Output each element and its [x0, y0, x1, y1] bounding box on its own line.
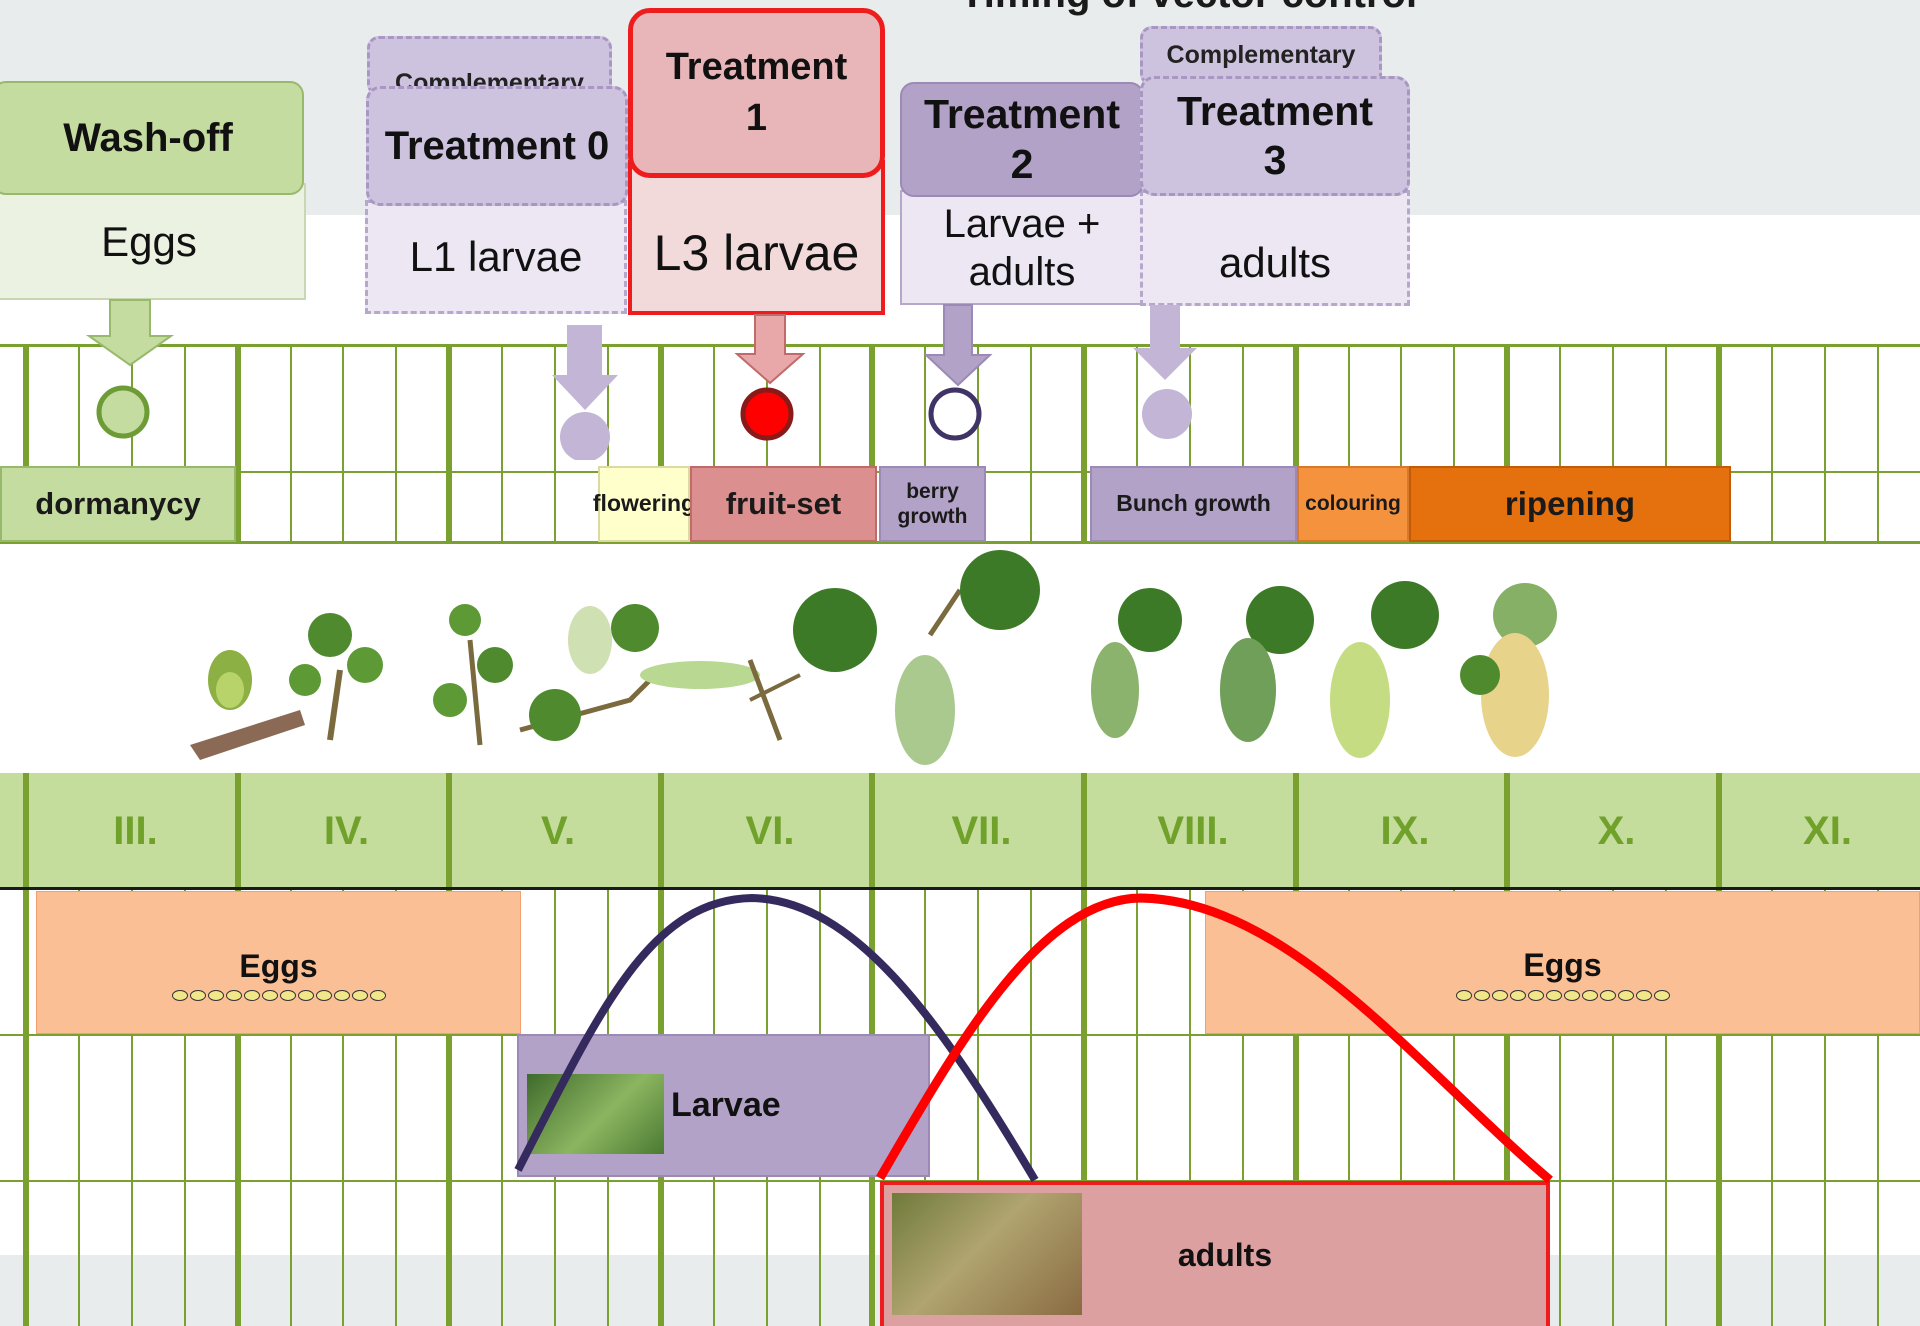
marker-circle [99, 388, 147, 436]
stage-bunch-growth: Bunch growth [1090, 466, 1297, 542]
month-label: V. [452, 773, 664, 890]
marker-circle [1142, 389, 1192, 439]
marker-circle [931, 390, 979, 438]
colouring-bunch-icon [1330, 581, 1439, 758]
bunch-growth-icon [1220, 586, 1314, 742]
month-label: X. [1511, 773, 1722, 890]
down-arrow-icon [737, 315, 803, 383]
t1-target: L3 larvae [628, 160, 885, 315]
stage-flowering: flowering [598, 466, 690, 542]
down-arrow-icon [89, 300, 171, 365]
t0-title: Treatment 0 [366, 86, 628, 206]
month-divider [23, 773, 29, 890]
stage-fruitset: fruit-set [690, 466, 877, 542]
t2-title: Treatment 2 [900, 82, 1144, 197]
adults-label: adults [1178, 1237, 1272, 1274]
grapevine-illustration [180, 550, 1600, 770]
timing-arrows [0, 295, 1920, 460]
month-label: VI. [664, 773, 876, 890]
month-label: IX. [1299, 773, 1511, 890]
stage-colouring: colouring [1297, 466, 1409, 542]
stage-berry-growth: berry growth [879, 466, 986, 542]
slide-title: Timing of vector control [960, 0, 1417, 17]
population-curves [0, 880, 1920, 1200]
adult-insect-photo [892, 1193, 1082, 1315]
month-label: VIII. [1087, 773, 1299, 890]
month-label: XI. [1722, 773, 1920, 890]
berry-growth-icon [895, 550, 1040, 765]
bud-stage-icon [190, 650, 305, 760]
t3-target: adults [1140, 190, 1410, 306]
stage-dormancy: dormanycy [0, 466, 236, 542]
month-label: VII. [876, 773, 1087, 890]
washoff-target: Eggs [0, 183, 306, 300]
down-arrow-icon [926, 305, 990, 385]
t2-target: Larvae + adults [900, 190, 1144, 305]
adults-curve [880, 898, 1550, 1180]
down-arrow-icon [1133, 305, 1197, 380]
larvae-curve [518, 898, 1035, 1180]
adults-bar: adults [880, 1181, 1550, 1326]
bunch-growth-icon [1091, 588, 1182, 738]
month-label: IV. [241, 773, 452, 890]
marker-circle [743, 390, 791, 438]
leaf-shoot-icon [433, 604, 513, 745]
flowering-shoot-icon [520, 604, 760, 741]
down-arrow-icon [552, 325, 618, 410]
t1-title: Treatment 1 [628, 8, 885, 178]
stage-ripening: ripening [1409, 466, 1731, 542]
marker-circle [560, 412, 610, 460]
t3-title: Treatment 3 [1140, 76, 1410, 196]
fruitset-shoot-icon [750, 588, 877, 740]
ripe-bunch-icon [1460, 583, 1557, 757]
month-label: III. [30, 773, 241, 890]
washoff-title: Wash-off [0, 81, 304, 195]
